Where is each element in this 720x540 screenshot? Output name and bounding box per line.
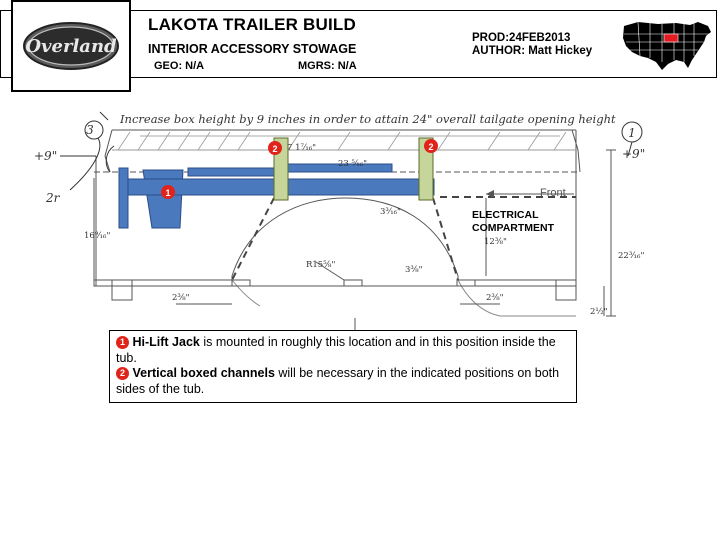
note-1-text: is mounted in roughly this location and … <box>116 335 556 365</box>
dim-23: 23 ⁵⁄₁₆" <box>338 159 367 169</box>
svg-text:2: 2 <box>428 142 433 152</box>
overland-logo-icon: Overland <box>23 22 119 70</box>
channel-right <box>418 137 434 201</box>
author-label: AUTHOR: Matt Hickey <box>472 45 593 57</box>
electrical-line-1: ELECTRICAL <box>472 209 539 221</box>
dim-2-3-right: 2³⁄₈" <box>486 293 504 303</box>
note-2-text: will be necessary in the indicated posit… <box>116 366 560 396</box>
note-2-badge: 2 <box>116 367 129 380</box>
dim-3-3-16: 3³⁄₁₆" <box>380 207 401 217</box>
us-map-icon <box>618 12 716 76</box>
handwritten-note: Increase box height by 9 inches in order… <box>119 112 616 126</box>
electrical-compartment-label: ELECTRICAL COMPARTMENT <box>472 209 554 235</box>
plus-nine-right: +9" <box>622 147 645 161</box>
logo-panel: Overland <box>11 0 131 92</box>
plus-nine-left: +9" <box>34 149 57 163</box>
front-label: Front <box>540 187 566 199</box>
front-indicator: Front <box>486 187 574 199</box>
svg-text:1: 1 <box>165 188 170 198</box>
logo-text: Overland <box>25 36 117 57</box>
note-item-2: 2 Vertical boxed channels will be necess… <box>116 366 570 397</box>
svg-text:2: 2 <box>272 144 277 154</box>
dim-16-9: 16⁹⁄₁₆" <box>84 231 110 241</box>
highlighted-state-icon <box>663 33 679 43</box>
geo-label: GEO: N/A <box>154 60 205 72</box>
dim-r15: R15⁵⁄₈" <box>306 260 335 270</box>
dim-3-3-8: 3³⁄₈" <box>405 265 423 275</box>
page-subtitle: INTERIOR ACCESSORY STOWAGE <box>148 42 357 56</box>
dim-2-3-left: 2³⁄₈" <box>172 293 190 303</box>
dim-22-3: 22³⁄₁₆" <box>618 251 644 261</box>
note-1-bold: Hi-Lift Jack <box>132 335 200 349</box>
dim-2-1-2: 2¹⁄₂" <box>590 307 608 317</box>
dim-12-3: 12³⁄₈" <box>484 237 507 247</box>
mgrs-label: MGRS: N/A <box>298 60 357 72</box>
note-1-badge: 1 <box>116 336 129 349</box>
tub-drawing: 1 2 2 Increase box height by 9 inches in… <box>34 111 645 330</box>
note-item-1: 1 Hi-Lift Jack is mounted in roughly thi… <box>116 335 570 366</box>
circle-right-label: 1 <box>628 126 636 140</box>
two-r-label: 2r <box>45 191 61 205</box>
notes-box: 1 Hi-Lift Jack is mounted in roughly thi… <box>109 330 577 403</box>
electrical-line-2: COMPARTMENT <box>472 222 555 234</box>
page-title: LAKOTA TRAILER BUILD <box>148 15 356 34</box>
prod-date: PROD:24FEB2013 <box>472 32 571 44</box>
marker-2-left: 2 <box>268 141 282 155</box>
marker-2-right: 2 <box>424 139 438 153</box>
header-bar <box>0 10 717 78</box>
circle-left-label: 3 <box>86 123 94 137</box>
marker-1: 1 <box>161 185 175 199</box>
note-2-bold: Vertical boxed channels <box>132 366 275 380</box>
dim-7-17: 7 1⁷⁄₁₆" <box>287 143 316 153</box>
